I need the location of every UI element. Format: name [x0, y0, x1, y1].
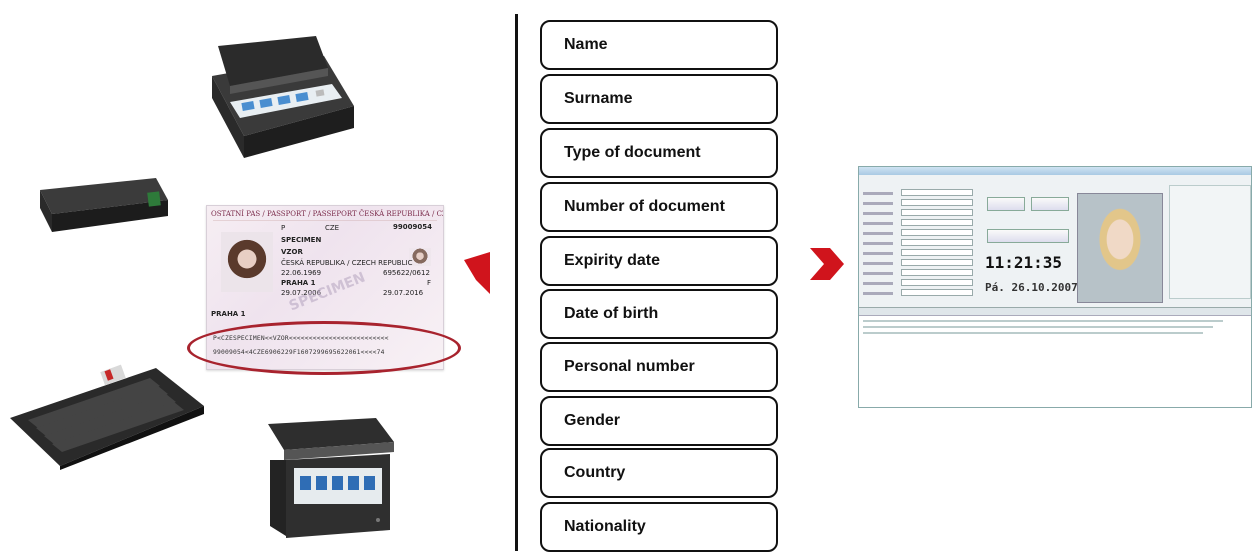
keyboard-reader-icon	[10, 364, 204, 470]
app-face-photo	[1077, 193, 1163, 303]
app-titlebar	[859, 167, 1251, 175]
passport-doc-number: 99009054	[393, 223, 432, 231]
passport-header: OSTATNÍ PAS / PASSPORT / PASSEPORT ČESKÁ…	[211, 210, 443, 218]
field-name: Name	[540, 20, 778, 70]
field-expiry-date: Expirity date	[540, 236, 778, 286]
passport-surname: SPECIMEN	[281, 236, 322, 244]
passport-sex: F	[427, 279, 432, 287]
kiosk-scanner-icon	[268, 418, 394, 538]
passport-given-name: VZOR	[281, 248, 303, 256]
app-side-panel	[1169, 185, 1251, 299]
passport-ghost-photo	[409, 248, 431, 266]
app-button[interactable]	[987, 197, 1025, 211]
passport-expiry-date: 29.07.2016	[383, 289, 424, 297]
swipe-reader-icon	[40, 178, 168, 232]
passport-authority: PRAHA 1	[211, 310, 246, 318]
field-label: Number of document	[564, 198, 725, 215]
field-label: Nationality	[564, 518, 646, 535]
app-button[interactable]	[987, 229, 1069, 243]
mrz-highlight-ellipse	[187, 321, 461, 375]
field-label: Personal number	[564, 358, 695, 375]
field-label: Date of birth	[564, 305, 659, 322]
passport-nationality: ČESKÁ REPUBLIKA / CZECH REPUBLIC	[281, 259, 413, 267]
arrow-right-icon	[464, 252, 490, 294]
field-label: Gender	[564, 412, 621, 429]
passport-birth-date: 22.06.1969	[281, 269, 322, 277]
field-gender: Gender	[540, 396, 778, 446]
app-button[interactable]	[1031, 197, 1069, 211]
field-surname: Surname	[540, 74, 778, 124]
field-document-number: Number of document	[540, 182, 778, 232]
scanner-device-icon	[212, 36, 354, 158]
field-label: Surname	[564, 90, 633, 107]
arrow-right-icon	[810, 248, 844, 280]
app-results-grid	[859, 307, 1251, 407]
field-country: Country	[540, 448, 778, 498]
passport-issue-date: 29.07.2006	[281, 289, 322, 297]
field-label: Expirity date	[564, 252, 661, 269]
passport-personal-number: 695622/0612	[383, 269, 430, 277]
field-label: Country	[564, 464, 626, 481]
field-date-of-birth: Date of birth	[540, 289, 778, 339]
passport-photo	[221, 232, 273, 292]
field-label: Name	[564, 36, 608, 53]
field-document-type: Type of document	[540, 128, 778, 178]
field-nationality: Nationality	[540, 502, 778, 552]
app-date: Pá. 26.10.2007	[985, 281, 1078, 294]
app-form	[863, 181, 975, 301]
passport-birth-place: PRAHA 1	[281, 279, 316, 287]
app-clock: 11:21:35	[985, 253, 1063, 272]
app-screenshot: 11:21:35 Pá. 26.10.2007	[858, 166, 1252, 408]
passport-country-code: CZE	[325, 224, 340, 232]
passport-type: P	[281, 224, 286, 232]
field-label: Type of document	[564, 144, 701, 161]
field-personal-number: Personal number	[540, 342, 778, 392]
section-divider	[515, 14, 518, 551]
